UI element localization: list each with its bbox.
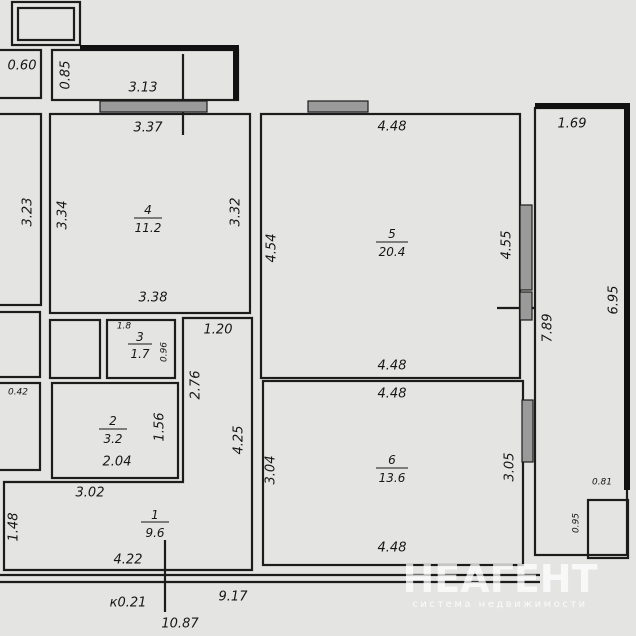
dimension: 4.22 xyxy=(114,553,143,568)
windows xyxy=(99,100,534,463)
dimension: 0.95 xyxy=(572,513,582,533)
dimension: 7.89 xyxy=(541,314,556,343)
dimension: 3.02 xyxy=(76,486,105,501)
dimension: 4.48 xyxy=(378,359,407,374)
svg-text:6: 6 xyxy=(388,453,396,467)
window xyxy=(519,204,533,291)
dimension: 4.48 xyxy=(378,541,407,556)
dimension: 3.05 xyxy=(503,453,518,482)
svg-text:2: 2 xyxy=(109,414,117,428)
room-labels: 411.2 520.4 31.7 23.2 613.6 19.6 xyxy=(99,203,408,540)
svg-text:1.7: 1.7 xyxy=(130,347,149,361)
dimension: 1.48 xyxy=(7,513,22,542)
svg-text:1: 1 xyxy=(151,508,159,522)
dimension: 4.25 xyxy=(232,426,247,455)
dimension: 1.56 xyxy=(153,413,168,442)
window xyxy=(519,291,533,321)
room-3: 31.7 xyxy=(128,330,152,361)
room-4: 411.2 xyxy=(134,203,162,235)
dimension: 1.69 xyxy=(558,117,587,132)
dimension: 4.55 xyxy=(500,231,515,260)
dimension: 3.23 xyxy=(21,198,36,227)
dimension-labels: 0.60 0.85 3.13 3.37 3.23 3.34 3.32 3.38 … xyxy=(7,59,622,632)
dimension: 4.54 xyxy=(265,234,280,263)
watermark-tagline: система недвижимости xyxy=(412,599,587,610)
svg-text:9.6: 9.6 xyxy=(145,526,164,540)
dimension: 1.8 xyxy=(117,322,132,332)
dimension: 10.87 xyxy=(161,617,199,632)
room-6: 613.6 xyxy=(376,453,408,485)
svg-text:3: 3 xyxy=(136,330,144,344)
dimension: к0.21 xyxy=(110,596,147,611)
dimension: 0.81 xyxy=(592,478,612,488)
dimension: 3.34 xyxy=(56,201,71,230)
window xyxy=(307,100,369,113)
window xyxy=(521,399,534,463)
walls xyxy=(0,0,630,612)
dimension: 3.38 xyxy=(139,291,168,306)
dimension: 3.37 xyxy=(134,121,164,136)
svg-text:20.4: 20.4 xyxy=(379,245,406,259)
dimension: 3.32 xyxy=(229,198,244,227)
svg-text:11.2: 11.2 xyxy=(135,221,162,235)
dimension: 2.04 xyxy=(103,455,132,470)
dimension: 3.04 xyxy=(264,456,279,485)
dimension: 0.85 xyxy=(59,61,74,90)
watermark-brand: НЕАГЕНТ xyxy=(402,557,597,601)
watermark: НЕАГЕНТ система недвижимости xyxy=(402,557,597,610)
room-2: 23.2 xyxy=(99,414,127,446)
dimension: 6.95 xyxy=(607,286,622,315)
dimension: 2.76 xyxy=(189,371,204,400)
dimension: 0.96 xyxy=(160,342,170,362)
dimension: 3.13 xyxy=(129,81,158,96)
dimension: 9.17 xyxy=(219,590,249,605)
room-1: 19.6 xyxy=(141,508,169,540)
svg-text:13.6: 13.6 xyxy=(379,471,406,485)
svg-text:3.2: 3.2 xyxy=(103,432,122,446)
dimension: 4.48 xyxy=(378,387,407,402)
dimension: 1.20 xyxy=(204,323,233,338)
window xyxy=(99,100,208,113)
svg-text:5: 5 xyxy=(388,227,396,241)
dimension: 0.42 xyxy=(8,388,28,398)
dimension: 4.48 xyxy=(378,120,407,135)
room-5: 520.4 xyxy=(376,227,408,259)
dimension: 0.60 xyxy=(8,59,37,74)
svg-text:4: 4 xyxy=(144,203,152,217)
